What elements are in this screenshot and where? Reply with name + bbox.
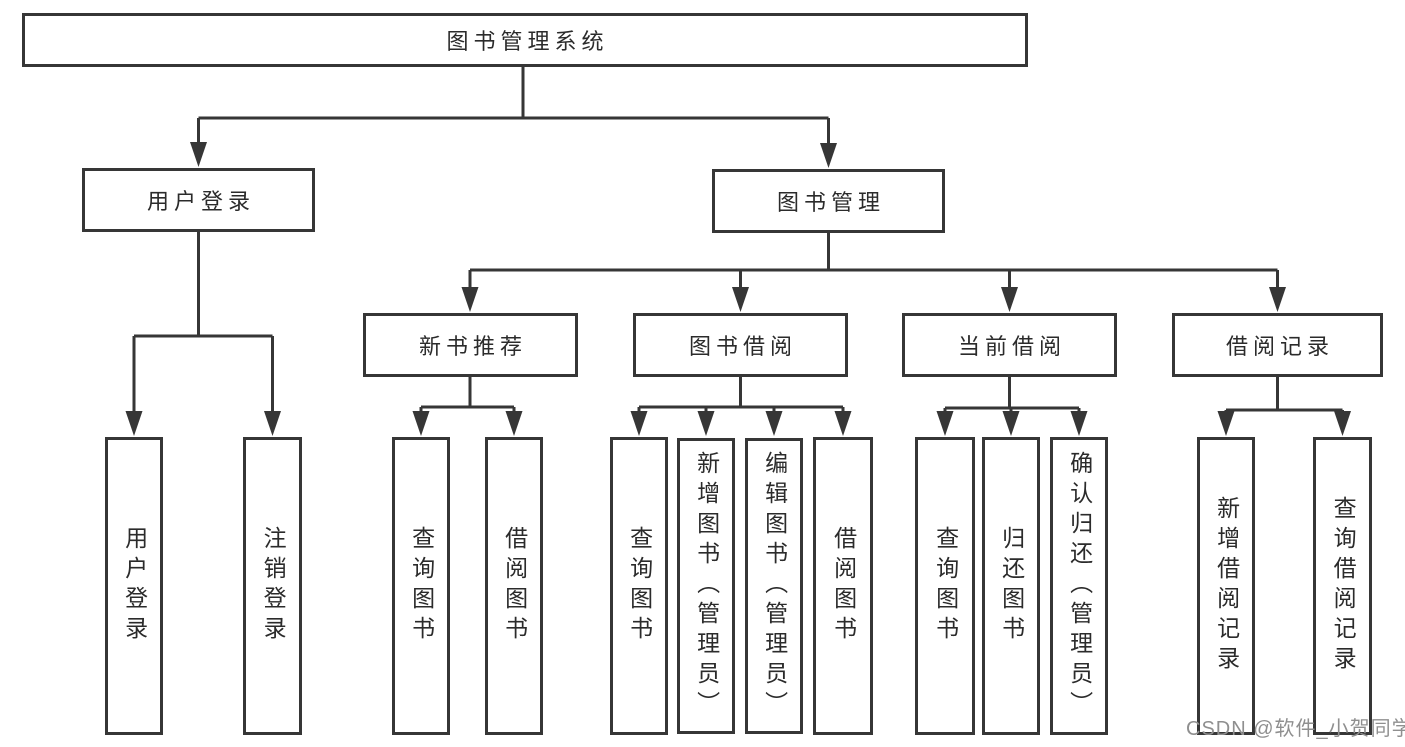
leaf-borrow-books-recommend: 借阅图书 bbox=[485, 437, 543, 735]
leaf-confirm-return-admin: 确认归还（管理员） bbox=[1050, 437, 1108, 735]
leaf-add-books-admin: 新增图书（管理员） bbox=[677, 438, 735, 734]
connector-borrowing-records bbox=[1224, 377, 1344, 420]
leaf-query-books-current: 查询图书 bbox=[915, 437, 975, 735]
arrowhead bbox=[1002, 411, 1020, 436]
leaf-query-borrow-record: 查询借阅记录 bbox=[1313, 437, 1372, 735]
arrowhead bbox=[1269, 287, 1286, 312]
node-label: 借阅记录 bbox=[1225, 334, 1334, 359]
connector-book-management bbox=[468, 233, 1279, 295]
connector-user-login bbox=[132, 232, 274, 420]
arrowhead bbox=[190, 142, 207, 167]
node-book-borrowing: 图书借阅 bbox=[633, 313, 848, 377]
csdn-watermark: CSDN @软件_小贺同学 bbox=[1186, 718, 1405, 740]
node-borrowing-records: 借阅记录 bbox=[1172, 313, 1383, 377]
leaf-query-books-borrowing: 查询图书 bbox=[610, 437, 668, 735]
leaf-label: 归还图书 bbox=[998, 526, 1025, 646]
leaf-label: 新增借阅记录 bbox=[1213, 496, 1240, 676]
node-label: 用户登录 bbox=[146, 189, 255, 214]
leaf-label: 用户登录 bbox=[121, 526, 148, 646]
connector-root bbox=[197, 67, 830, 151]
arrowhead bbox=[834, 411, 852, 436]
leaf-label: 查询借阅记录 bbox=[1330, 496, 1357, 676]
leaf-label: 注销登录 bbox=[260, 526, 287, 646]
arrowhead bbox=[732, 287, 749, 312]
leaf-label: 借阅图书 bbox=[501, 526, 528, 646]
arrowhead bbox=[505, 411, 523, 436]
node-current-borrowing: 当前借阅 bbox=[902, 313, 1117, 377]
arrowhead bbox=[264, 411, 281, 436]
arrowhead bbox=[412, 411, 430, 436]
node-new-book-recommendation: 新书推荐 bbox=[363, 313, 578, 377]
arrowhead bbox=[1070, 411, 1088, 436]
connector-new-book-recommendation bbox=[419, 377, 516, 420]
node-user-login: 用户登录 bbox=[82, 168, 315, 232]
node-label: 新书推荐 bbox=[418, 334, 527, 359]
node-label: 图书借阅 bbox=[688, 334, 797, 359]
arrowhead bbox=[697, 411, 715, 436]
leaf-label: 查询图书 bbox=[626, 526, 653, 646]
leaf-label: 新增图书（管理员） bbox=[693, 451, 720, 721]
leaf-user-login: 用户登录 bbox=[105, 437, 163, 735]
node-library-management-system: 图书管理系统 bbox=[22, 13, 1028, 67]
arrowhead bbox=[125, 411, 143, 436]
arrowhead bbox=[765, 411, 783, 436]
leaf-label: 查询图书 bbox=[408, 526, 435, 646]
leaf-label: 确认归还（管理员） bbox=[1066, 451, 1093, 721]
arrowhead bbox=[1334, 411, 1351, 436]
leaf-borrow-books-borrowing: 借阅图书 bbox=[813, 437, 873, 735]
leaf-label: 编辑图书（管理员） bbox=[761, 451, 788, 721]
leaf-add-borrow-record: 新增借阅记录 bbox=[1197, 437, 1255, 735]
node-label: 图书管理系统 bbox=[446, 29, 609, 54]
arrowhead bbox=[630, 411, 648, 436]
leaf-return-books: 归还图书 bbox=[982, 437, 1040, 735]
arrowhead bbox=[1217, 411, 1235, 436]
leaf-logout: 注销登录 bbox=[243, 437, 302, 735]
leaf-edit-books-admin: 编辑图书（管理员） bbox=[745, 438, 803, 734]
node-book-management: 图书管理 bbox=[712, 169, 945, 233]
arrowhead bbox=[820, 143, 837, 168]
arrowhead bbox=[1001, 287, 1018, 312]
leaf-query-books-recommend: 查询图书 bbox=[392, 437, 450, 735]
arrowhead bbox=[936, 411, 954, 436]
connector-book-borrowing bbox=[637, 377, 845, 420]
arrowhead bbox=[461, 287, 479, 312]
node-label: 图书管理 bbox=[776, 190, 885, 215]
node-label: 当前借阅 bbox=[957, 334, 1066, 359]
leaf-label: 查询图书 bbox=[932, 526, 959, 646]
arrowheads bbox=[125, 142, 1351, 436]
leaf-label: 借阅图书 bbox=[830, 526, 857, 646]
